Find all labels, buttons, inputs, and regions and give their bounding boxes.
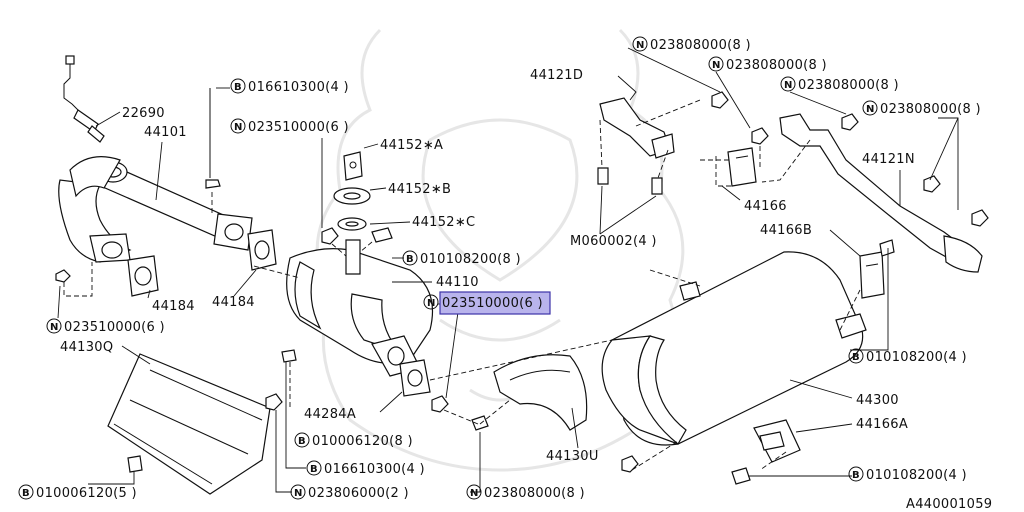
- svg-text:B: B: [298, 436, 306, 447]
- svg-text:N: N: [234, 122, 242, 133]
- label-010108200-right: 010108200(4 ): [866, 350, 967, 365]
- hanger-stud: [345, 239, 361, 275]
- label-016610300-bottom: 016610300(4 ): [324, 462, 425, 477]
- svg-text:B: B: [22, 488, 30, 499]
- nut-left: [55, 269, 71, 283]
- rubber-mount-44166a: [753, 419, 801, 463]
- svg-text:B: B: [310, 464, 318, 475]
- nut-44121n-1: [841, 113, 859, 131]
- svg-text:N: N: [50, 322, 58, 333]
- label-023510000-highlighted: 023510000(6 ): [442, 296, 543, 311]
- hanger-bracket-44121n: [779, 113, 983, 273]
- gasket-44284a: [399, 359, 431, 397]
- bolt-010108200-mid: [371, 227, 393, 243]
- label-023510000-left: 023510000(6 ): [64, 320, 165, 335]
- label-010108200-bottom: 010108200(4 ): [866, 468, 967, 483]
- bolt-m060002-right: [651, 177, 663, 195]
- label-22690: 22690: [122, 106, 165, 121]
- diagram-number: A440001059: [906, 497, 992, 512]
- label-44166a: 44166A: [856, 417, 908, 432]
- label-44152c: 44152∗C: [412, 215, 475, 230]
- label-44152b: 44152∗B: [388, 182, 451, 197]
- label-44166: 44166: [744, 199, 787, 214]
- svg-text:N: N: [712, 60, 720, 71]
- heat-shield-44130u: [493, 354, 588, 431]
- label-44130q: 44130Q: [60, 340, 113, 355]
- label-44101: 44101: [144, 125, 187, 140]
- bolt-010108200-bottom: [731, 467, 751, 485]
- front-exhaust-pipe-44101: [58, 156, 253, 263]
- heat-shield-44130q: [107, 353, 271, 495]
- nut-44121d: [711, 91, 729, 109]
- label-44284a: 44284A: [304, 407, 356, 422]
- bolt-010006120-mid: [471, 415, 489, 431]
- label-016610300-top: 016610300(4 ): [248, 80, 349, 95]
- bolt-010006120-left: [127, 455, 143, 473]
- gasket-44184-left: [127, 255, 159, 297]
- heat-shield-bracket-44152a: [343, 151, 363, 181]
- nut-44121n-2: [923, 175, 941, 193]
- hanger-bracket-44121d: [599, 97, 675, 159]
- label-44184-left: 44184: [152, 299, 195, 314]
- nut-heat-shield: [265, 393, 283, 411]
- label-44152a: 44152∗A: [380, 138, 443, 153]
- svg-text:N: N: [866, 104, 874, 115]
- label-44110: 44110: [436, 275, 479, 290]
- label-010006120-8: 010006120(8 ): [312, 434, 413, 449]
- nut-center-bottom: [431, 395, 449, 413]
- label-023806000: 023806000(2 ): [308, 486, 409, 501]
- highlight-box: [439, 291, 551, 315]
- oxygen-sensor-22690: [63, 55, 105, 143]
- nut-center-top: [321, 227, 339, 245]
- nut-44121n-3: [971, 209, 989, 227]
- label-010006120-5: 010006120(5 ): [36, 486, 137, 501]
- svg-text:N: N: [636, 40, 644, 51]
- svg-text:N: N: [427, 298, 435, 309]
- assembly-dashed-lines: [63, 99, 861, 471]
- svg-text:B: B: [852, 470, 860, 481]
- muffler-44300: [601, 251, 867, 446]
- rubber-mount-44166b: [859, 251, 885, 299]
- bolt-016610300-top: [205, 88, 221, 189]
- bolt-016610300-bottom: [281, 349, 297, 363]
- label-010108200-mid: 010108200(8 ): [420, 252, 521, 267]
- label-44121n: 44121N: [862, 152, 915, 167]
- label-023808000-4: 023808000(8 ): [880, 102, 981, 117]
- part-labels: 22690 44101 B 016610300(4 ) N 023510000(…: [18, 36, 992, 512]
- washer-44152c: [337, 217, 367, 231]
- label-023510000-top: 023510000(6 ): [248, 120, 349, 135]
- label-44121d: 44121D: [530, 68, 583, 83]
- label-44300: 44300: [856, 393, 899, 408]
- svg-text:N: N: [784, 80, 792, 91]
- svg-text:B: B: [234, 82, 242, 93]
- label-023808000-2: 023808000(8 ): [726, 58, 827, 73]
- rubber-mount-44166: [727, 147, 757, 187]
- gasket-44184-right: [247, 229, 277, 271]
- label-023808000-1: 023808000(8 ): [650, 38, 751, 53]
- washer-44152b: [333, 187, 371, 205]
- svg-text:B: B: [852, 352, 860, 363]
- svg-text:B: B: [406, 254, 414, 265]
- label-44130u: 44130U: [546, 449, 599, 464]
- label-44184-right: 44184: [212, 295, 255, 310]
- label-44166b: 44166B: [760, 223, 812, 238]
- label-023808000-3: 023808000(8 ): [798, 78, 899, 93]
- label-023808000-bottom: 023808000(8 ): [484, 486, 585, 501]
- svg-text:N: N: [294, 488, 302, 499]
- catalytic-converter-44110: [286, 248, 434, 377]
- label-m060002: M060002(4 ): [570, 234, 657, 249]
- bolt-m060002-left: [597, 167, 609, 185]
- leader-lines: [57, 47, 959, 493]
- bolt-010108200-right: [879, 239, 895, 257]
- nut-bottom-mid: [621, 455, 639, 473]
- nut-44166: [751, 127, 769, 145]
- svg-text:N: N: [470, 488, 478, 499]
